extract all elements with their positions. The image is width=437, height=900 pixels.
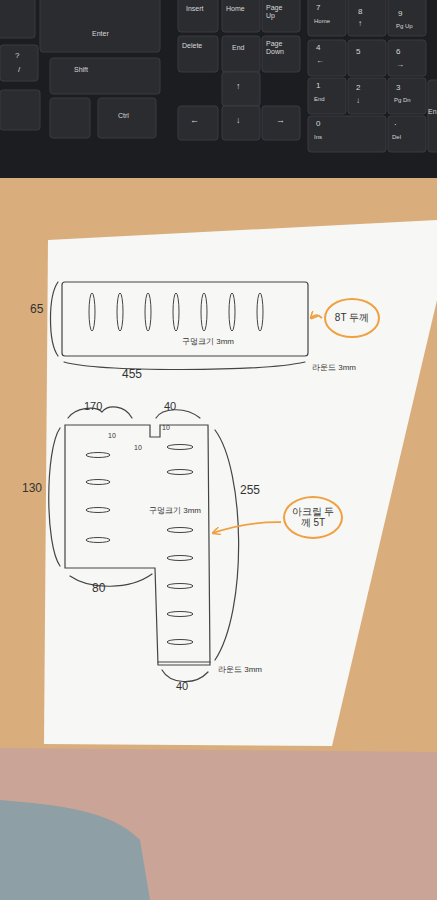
dimension-label: 80 [92, 582, 105, 595]
slot-hole [86, 538, 110, 543]
key-label: 1 [316, 82, 320, 91]
slot-hole [86, 480, 110, 485]
dimension-label: 10 [134, 444, 142, 452]
key-label: ↓ [236, 116, 241, 126]
key-label: Page Down [266, 40, 294, 55]
key-label: Delete [182, 42, 202, 50]
key-label: ↑ [236, 82, 241, 92]
slot-hole [201, 293, 207, 331]
material-callout: 아크릴 두께 5T [283, 496, 343, 539]
dimension-label: 455 [122, 368, 142, 381]
dimension-label: 10 [108, 432, 116, 440]
key-label: Ins [314, 134, 322, 141]
key-label: Pg Dn [394, 97, 411, 104]
slot-hole [257, 293, 263, 331]
key-label: 5 [356, 48, 360, 57]
key-label: ? [15, 52, 19, 61]
slot-hole [117, 293, 123, 331]
dimension-label: 130 [22, 482, 42, 495]
slot-hole [167, 470, 193, 475]
key-label: Insert [186, 5, 204, 13]
callout-text: 아크릴 두께 5T [289, 506, 337, 529]
key-label: 3 [396, 84, 400, 93]
plate-outline: 구멍크기 3mm [62, 282, 308, 356]
key-label: Ctrl [118, 112, 129, 120]
dimension-label: 라운드 3mm [218, 666, 262, 675]
l-plate-shape [65, 425, 210, 665]
dimension-label: 40 [164, 400, 176, 412]
key-label: 8 [358, 8, 362, 17]
thickness-callout: 8T 두께 [324, 298, 380, 338]
key-label: 4 [316, 44, 320, 53]
key-label: / [18, 66, 20, 75]
slot-hole [167, 556, 193, 561]
key-label: Home [314, 18, 330, 25]
key-label: . [394, 118, 397, 128]
hole-size-note: 구멍크기 3mm [182, 336, 234, 347]
slot-hole [167, 584, 193, 589]
key-label: Del [392, 134, 401, 141]
key-label: ← [190, 116, 199, 126]
slot-hole [229, 293, 235, 331]
key-label: Page Up [266, 4, 292, 19]
key-label: Enter [92, 30, 109, 38]
slot-hole [167, 445, 193, 450]
dimension-label: 65 [30, 303, 43, 316]
dimension-label: 40 [176, 680, 188, 692]
key-label: End [314, 96, 325, 103]
dimension-label: 라운드 3mm [312, 364, 356, 373]
callout-text: 8T 두께 [335, 312, 369, 324]
key-label: 9 [398, 10, 402, 19]
dimension-label: 170 [84, 400, 102, 412]
l-plate-outline: 구멍크기 3mm [65, 425, 210, 665]
hole-size-note: 구멍크기 3mm [149, 505, 201, 516]
slot-hole [173, 293, 179, 331]
key-label: ↑ [358, 20, 362, 29]
slot-hole [89, 293, 95, 331]
callout-arrow [311, 315, 322, 318]
slot-hole [86, 508, 110, 513]
slot-hole [167, 612, 193, 617]
key-label: Pg Up [396, 23, 413, 30]
callout-arrow [213, 522, 281, 533]
key-label: Shift [74, 66, 88, 74]
key-label: ↓ [356, 97, 360, 106]
key-label: End [232, 44, 244, 52]
key-label: 2 [356, 84, 360, 93]
key-label: 7 [316, 4, 320, 13]
key-label: 0 [316, 120, 320, 129]
dimension-label: 255 [240, 484, 260, 497]
key-label: Home [226, 5, 245, 13]
key-label: → [276, 116, 285, 126]
slot-hole [86, 453, 110, 458]
slot-hole [167, 528, 193, 533]
key-label: → [396, 61, 404, 70]
slot-hole [145, 293, 151, 331]
key-label: En [428, 108, 437, 116]
key-label: ← [316, 57, 324, 66]
key-label: 6 [396, 48, 400, 57]
slot-hole [167, 640, 193, 645]
